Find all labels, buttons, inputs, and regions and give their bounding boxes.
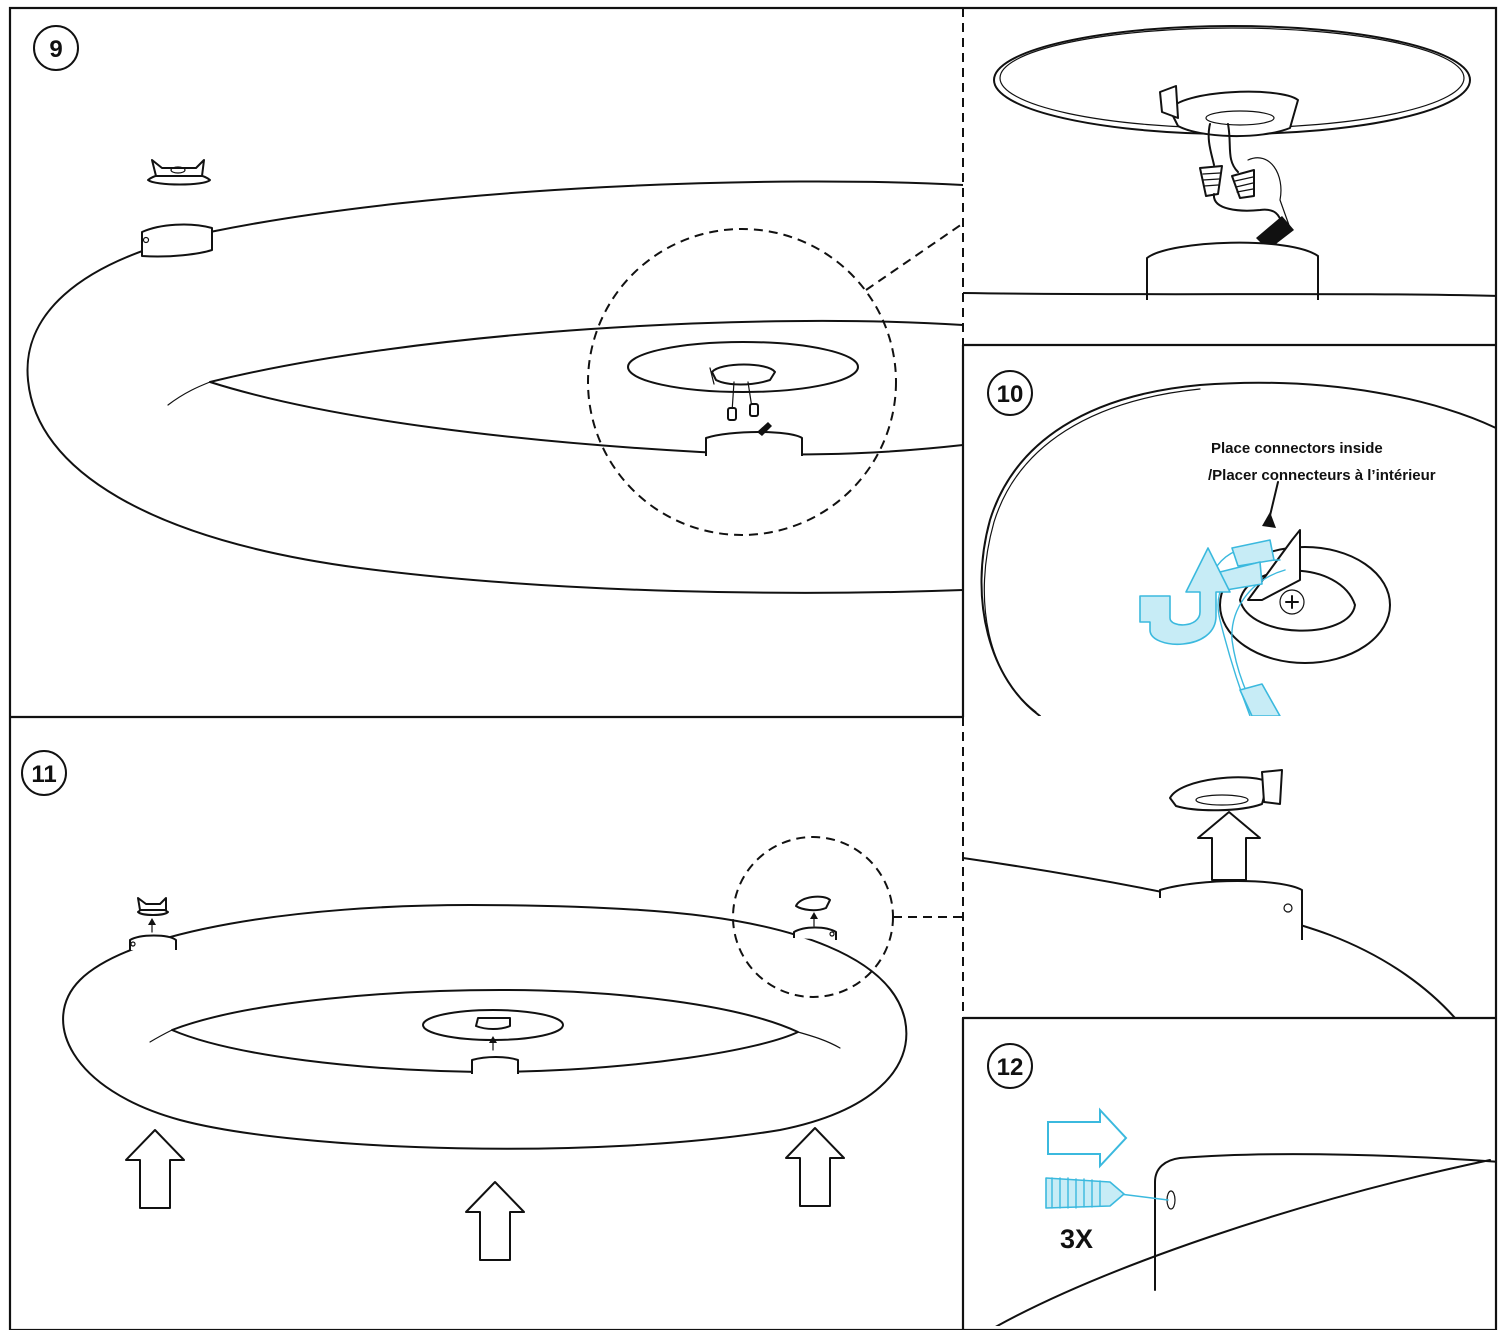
callout-placer-connecteurs: /Placer connecteurs à l’intérieur [1208,467,1436,484]
wire-connector-icon [1199,165,1255,199]
rotate-arrow-icon [1139,547,1231,645]
mounting-bracket-icon [147,159,211,186]
step-12-number: 12 [997,1054,1024,1081]
step-11-number: 11 [31,761,56,788]
panel-step-11 [62,836,963,1261]
panel-step-9 [26,159,963,594]
step-9-number: 9 [49,36,62,63]
callout-place-connectors: Place connectors inside [1211,440,1383,457]
step-10-badge: 10 [987,370,1033,416]
arrow-up-icon [1197,811,1261,881]
step-12-badge: 12 [987,1043,1033,1089]
step-11-badge: 11 [21,750,67,796]
arrow-up-icon [785,1127,845,1207]
frame [8,6,1498,1330]
mounting-bracket-icon [1169,769,1283,812]
ceiling-canopy-small [141,223,213,258]
detail-magnifier-circle [587,228,897,536]
arrow-up-icon [125,1129,185,1209]
panel-step-12: 3X [995,1107,1495,1326]
panel-detail-wiring [963,25,1495,300]
step-10-number: 10 [997,381,1024,408]
panel-step-10: Place connectors inside /Placer connecte… [980,381,1495,716]
wire-connector-icon [727,403,759,421]
mounting-bracket-icon [1159,85,1299,138]
screw-icon [1045,1177,1125,1209]
arrow-right-icon [1047,1107,1128,1169]
panel-detail-canopy [963,769,1456,1019]
step-9-badge: 9 [33,25,79,71]
arrow-up-icon [465,1181,525,1261]
screw-quantity: 3X [1060,1224,1093,1254]
mounting-bracket-icon [475,1017,511,1030]
